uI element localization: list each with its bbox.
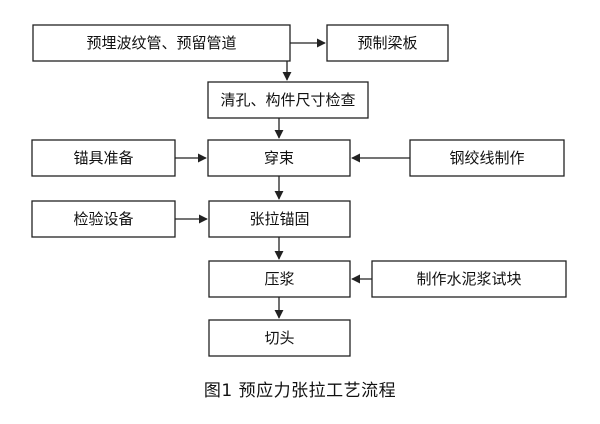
node-strand-make-label: 钢绞线制作 [449, 149, 524, 167]
node-precast: 预制梁板 [326, 24, 449, 62]
node-cement-block-label: 制作水泥浆试块 [416, 270, 521, 288]
node-thread-label: 穿束 [264, 149, 294, 167]
node-grout: 压浆 [208, 260, 351, 298]
node-prebury-label: 预埋波纹管、预留管道 [86, 34, 236, 52]
node-grout-label: 压浆 [264, 270, 294, 288]
node-anchor-prep-label: 锚具准备 [73, 149, 133, 167]
node-prebury: 预埋波纹管、预留管道 [32, 24, 291, 62]
node-thread: 穿束 [207, 139, 351, 177]
node-cement-block: 制作水泥浆试块 [371, 260, 567, 298]
node-anchor-prep: 锚具准备 [31, 139, 176, 177]
node-inspect: 清孔、构件尺寸检查 [207, 81, 369, 119]
figure-caption: 图1 预应力张拉工艺流程 [203, 381, 397, 401]
node-tension-label: 张拉锚固 [249, 210, 309, 228]
node-cut-label: 切头 [264, 329, 294, 347]
node-cut: 切头 [208, 319, 351, 357]
node-test-equip-label: 检验设备 [73, 210, 133, 228]
node-inspect-label: 清孔、构件尺寸检查 [220, 91, 355, 109]
node-precast-label: 预制梁板 [357, 34, 417, 52]
node-test-equip: 检验设备 [31, 200, 176, 238]
node-strand-make: 钢绞线制作 [409, 139, 565, 177]
node-tension: 张拉锚固 [208, 200, 351, 238]
